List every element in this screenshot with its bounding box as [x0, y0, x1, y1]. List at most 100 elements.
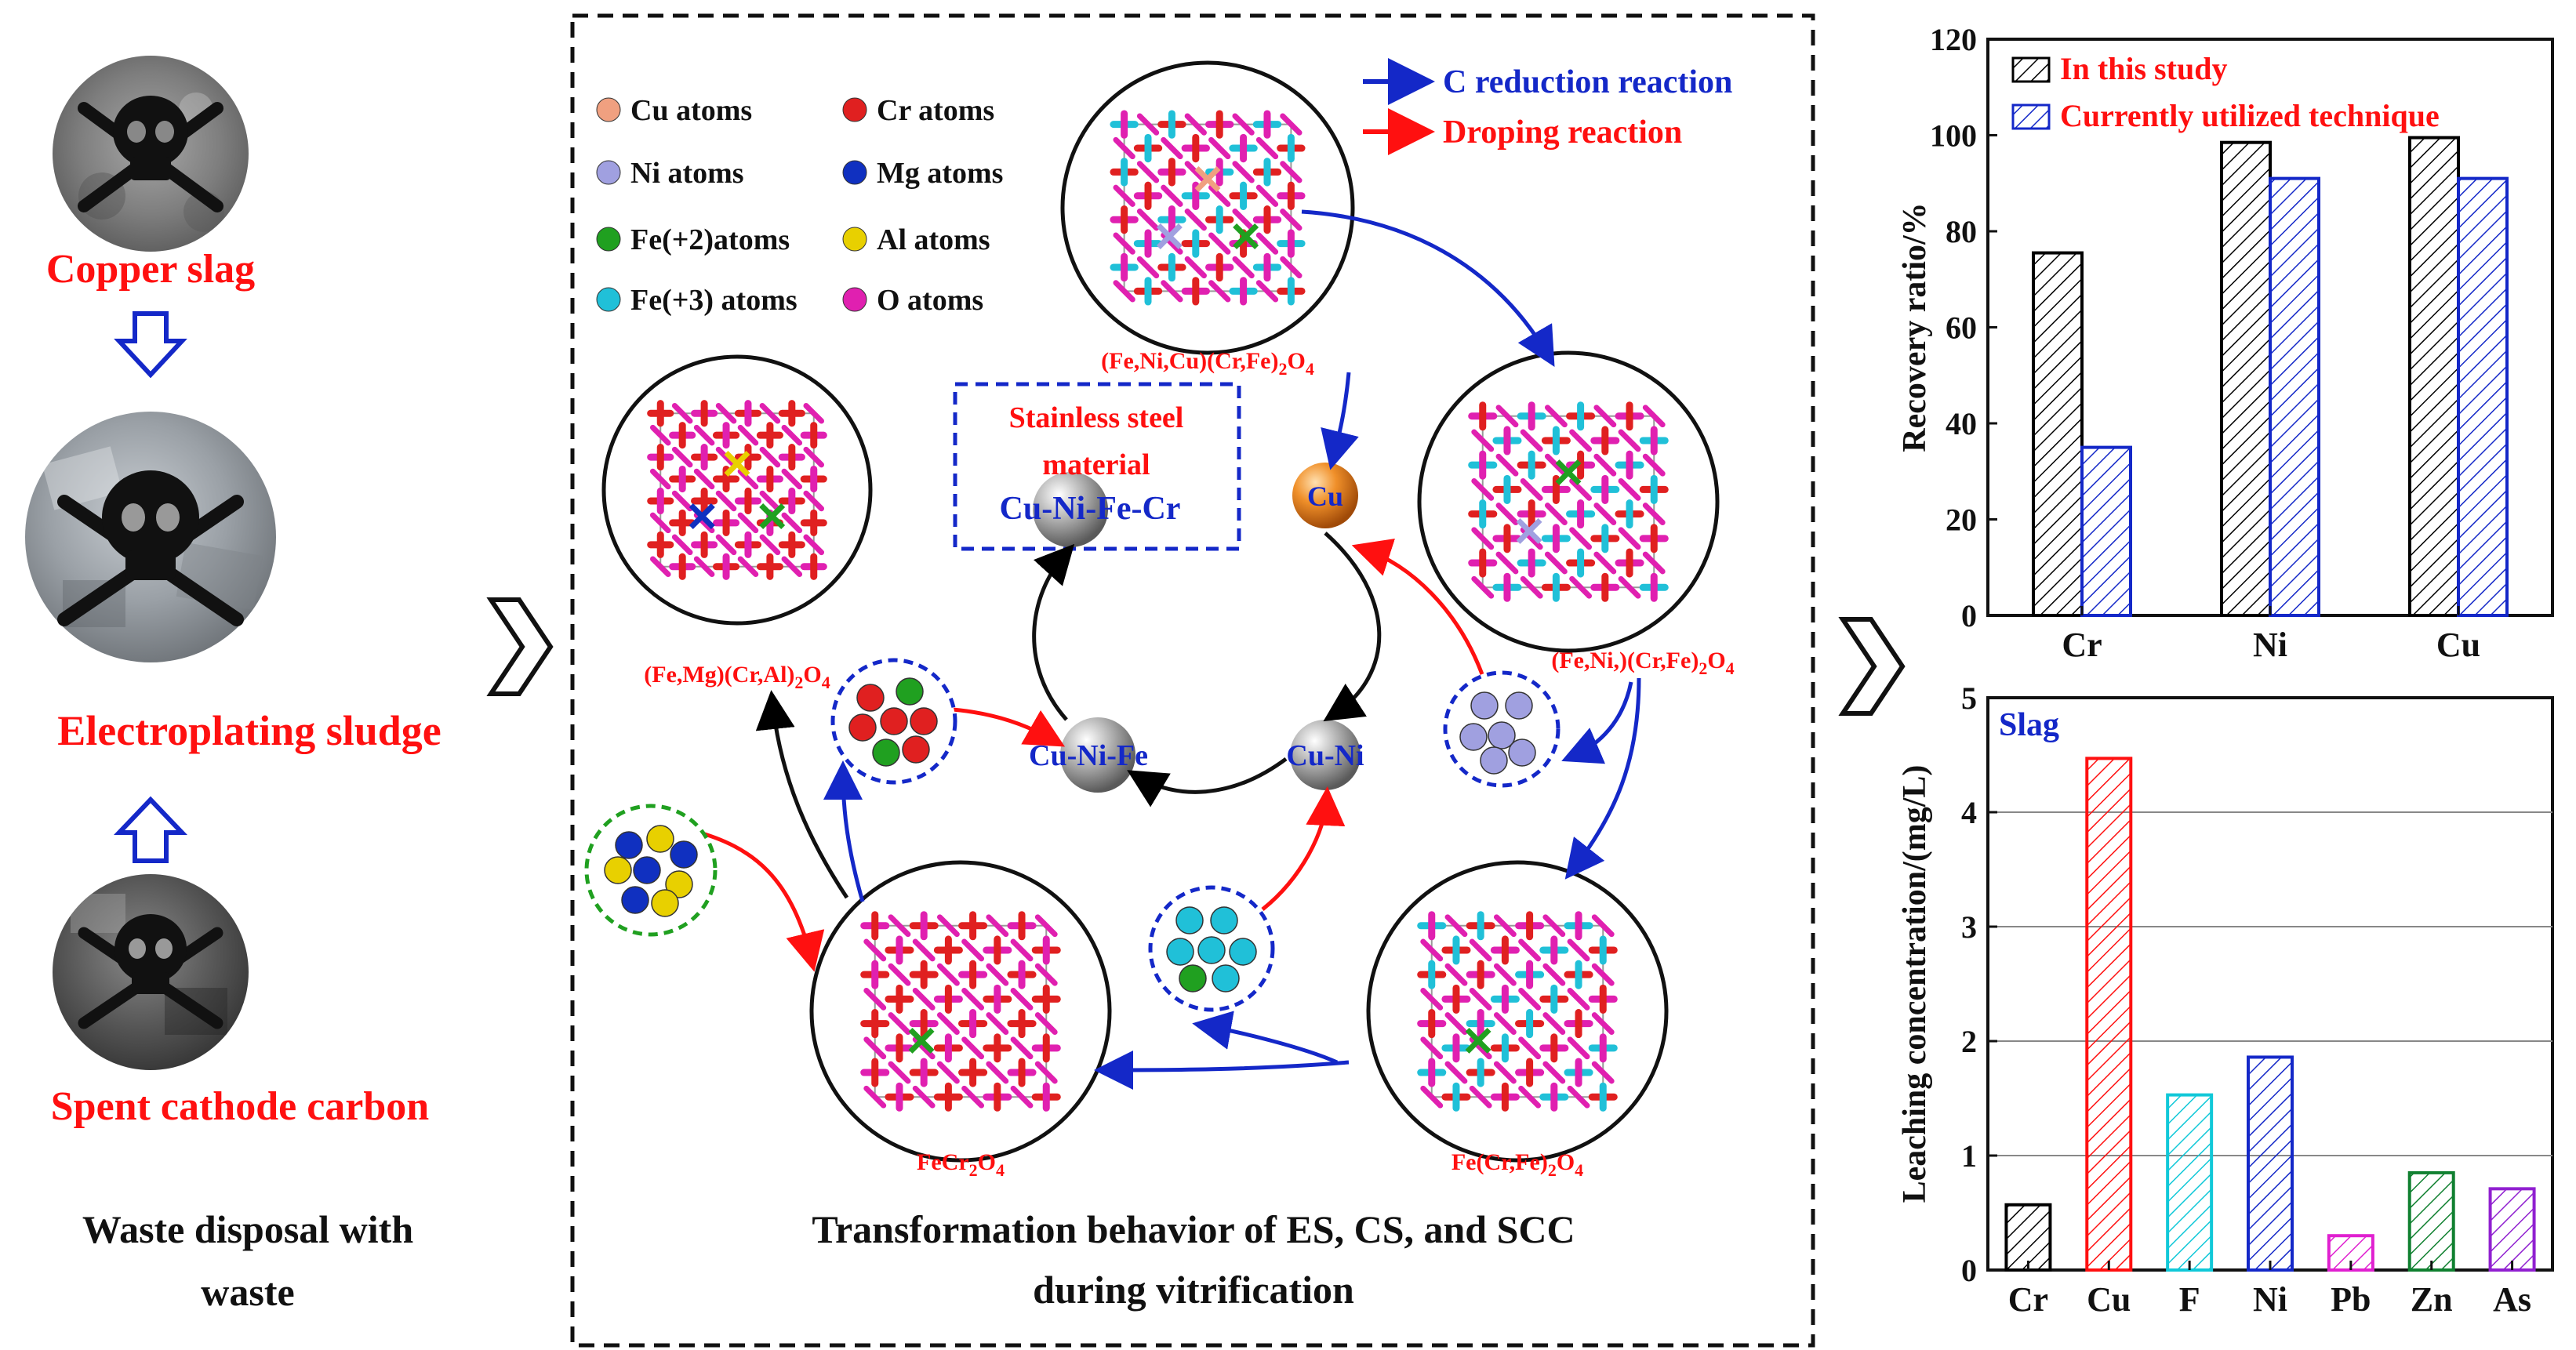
- structure-label-bottom-right: Fe(Cr,Fe)2O4: [1451, 1149, 1583, 1180]
- atom: [1488, 721, 1516, 749]
- x-tick-label: Cu: [2087, 1280, 2131, 1319]
- atom: [1179, 964, 1207, 993]
- bar-f: [2166, 1093, 2214, 1272]
- structure-label-top: (Fe,Ni,Cu)(Cr,Fe)2O4: [1101, 348, 1314, 379]
- red-arrows: [693, 538, 1484, 972]
- structure-label-bottom-left: FeCr2O4: [917, 1149, 1005, 1180]
- x-tick-label: Ni: [2253, 626, 2287, 664]
- x-tick-label: Zn: [2411, 1280, 2453, 1319]
- cunife-sphere: Cu-Ni-Fe: [1029, 717, 1148, 793]
- atom: [848, 713, 877, 742]
- cunife-sphere-label: Cu-Ni-Fe: [1029, 739, 1148, 772]
- copper-slag-label: Copper slag: [46, 247, 255, 292]
- crystal-top: [1060, 60, 1355, 355]
- legend-label: Cr atoms: [877, 94, 994, 127]
- legend-swatch: [596, 97, 621, 122]
- atom: [1459, 723, 1488, 751]
- x-tick-label: Cr: [2008, 1280, 2048, 1319]
- x-tick-label: Cu: [2436, 626, 2480, 664]
- y-tick-label: 0: [1961, 1253, 1977, 1288]
- bar-cr-current-technique: [2080, 445, 2132, 617]
- legend-label: Fe(+3) atoms: [630, 284, 798, 317]
- arrow-up-icon: [114, 796, 187, 863]
- electroplating-sludge-image: [25, 412, 276, 662]
- atom: [651, 889, 679, 917]
- black-arrow: [755, 690, 849, 899]
- legend-label: Al atoms: [877, 223, 990, 256]
- box-alloy-label: Cu-Ni-Fe-Cr: [1000, 491, 1181, 527]
- atom: [902, 735, 930, 764]
- atom: [910, 707, 938, 735]
- left-panel: Copper slag Electroplating sludge: [25, 56, 442, 1314]
- x-tick-label: Pb: [2331, 1280, 2371, 1319]
- x-tick-label: Cr: [2062, 626, 2102, 664]
- legend-label: O atoms: [877, 284, 983, 317]
- atom: [1480, 746, 1508, 775]
- blue-arrows: [823, 209, 1641, 1090]
- atom: [1197, 936, 1226, 964]
- cluster-ni: [1443, 670, 1560, 788]
- bar-cr-this-study: [2032, 251, 2084, 617]
- atom: [1508, 739, 1536, 767]
- bar-as: [2488, 1187, 2536, 1272]
- middle-panel: Cu atoms Cr atoms Ni atoms Mg atoms Fe(+…: [570, 13, 1815, 1348]
- atom: [856, 684, 885, 712]
- box-title-line2: material: [1042, 448, 1150, 481]
- y-tick-label: 120: [1930, 22, 1977, 57]
- legend-label: Fe(+2)atoms: [630, 223, 790, 256]
- spent-cathode-carbon-image: [53, 874, 249, 1070]
- arrow-down-icon: [114, 311, 187, 379]
- legend-label: Ni atoms: [630, 157, 744, 190]
- y-tick-label: 4: [1961, 795, 1977, 830]
- crystal-bottom-left: [809, 860, 1112, 1163]
- atom: [633, 856, 661, 884]
- atom-legend: Cu atoms Cr atoms Ni atoms Mg atoms Fe(+…: [596, 94, 1003, 317]
- atom: [670, 840, 698, 869]
- x-tick-label: F: [2179, 1280, 2200, 1319]
- legend-swatch: [2011, 103, 2051, 130]
- bar-zn: [2407, 1170, 2455, 1272]
- structure-label-left: (Fe,Mg)(Cr,Al)2O4: [644, 662, 830, 692]
- red-reaction-label: Droping reaction: [1443, 114, 1682, 151]
- steel-sphere: [1033, 472, 1108, 547]
- atom: [646, 825, 674, 853]
- atom: [1210, 906, 1238, 934]
- middle-caption-line1: Transformation behavior of ES, CS, and S…: [812, 1207, 1575, 1251]
- left-caption-line2: waste: [201, 1270, 294, 1314]
- bar-ni: [2247, 1055, 2294, 1272]
- legend-swatch: [842, 97, 867, 122]
- reaction-legend: C reduction reaction Droping reaction: [1363, 58, 1732, 155]
- legend-swatch: [842, 287, 867, 312]
- legend-swatch: [842, 227, 867, 252]
- copper-slag-image: [53, 56, 249, 252]
- x-tick-label: As: [2493, 1280, 2531, 1319]
- legend-label: Currently utilized technique: [2060, 98, 2440, 133]
- legend-label: In this study: [2060, 51, 2227, 86]
- legend-label: Cu atoms: [630, 94, 752, 127]
- structure-label-right: (Fe,Ni,)(Cr,Fe)2O4: [1551, 648, 1734, 678]
- skull-icon: [78, 914, 223, 1029]
- chart-annotation: Slag: [1999, 707, 2059, 743]
- y-tick-label: 80: [1946, 214, 1977, 249]
- cluster-cr-fe2: [830, 658, 957, 785]
- cuni-sphere: Cu-Ni: [1286, 720, 1364, 790]
- legend-swatch: [596, 227, 621, 252]
- atom: [1470, 691, 1499, 720]
- bar-cu-current-technique: [2457, 176, 2509, 617]
- inner-cycle: [1032, 532, 1382, 807]
- electroplating-sludge-label: Electroplating sludge: [57, 707, 441, 754]
- y-tick-label: 60: [1946, 310, 1977, 346]
- cuni-sphere-label: Cu-Ni: [1286, 739, 1364, 772]
- atom: [1166, 938, 1194, 966]
- y-tick-label: 40: [1946, 406, 1977, 441]
- legend-swatch: [596, 287, 621, 312]
- legend-swatch: [596, 160, 621, 185]
- y-tick-label: 5: [1961, 680, 1977, 716]
- atom: [872, 739, 900, 767]
- cluster-mg-al: [584, 804, 718, 937]
- atom: [880, 707, 908, 735]
- chevron-right-icon: [486, 597, 554, 696]
- atom: [1212, 964, 1240, 993]
